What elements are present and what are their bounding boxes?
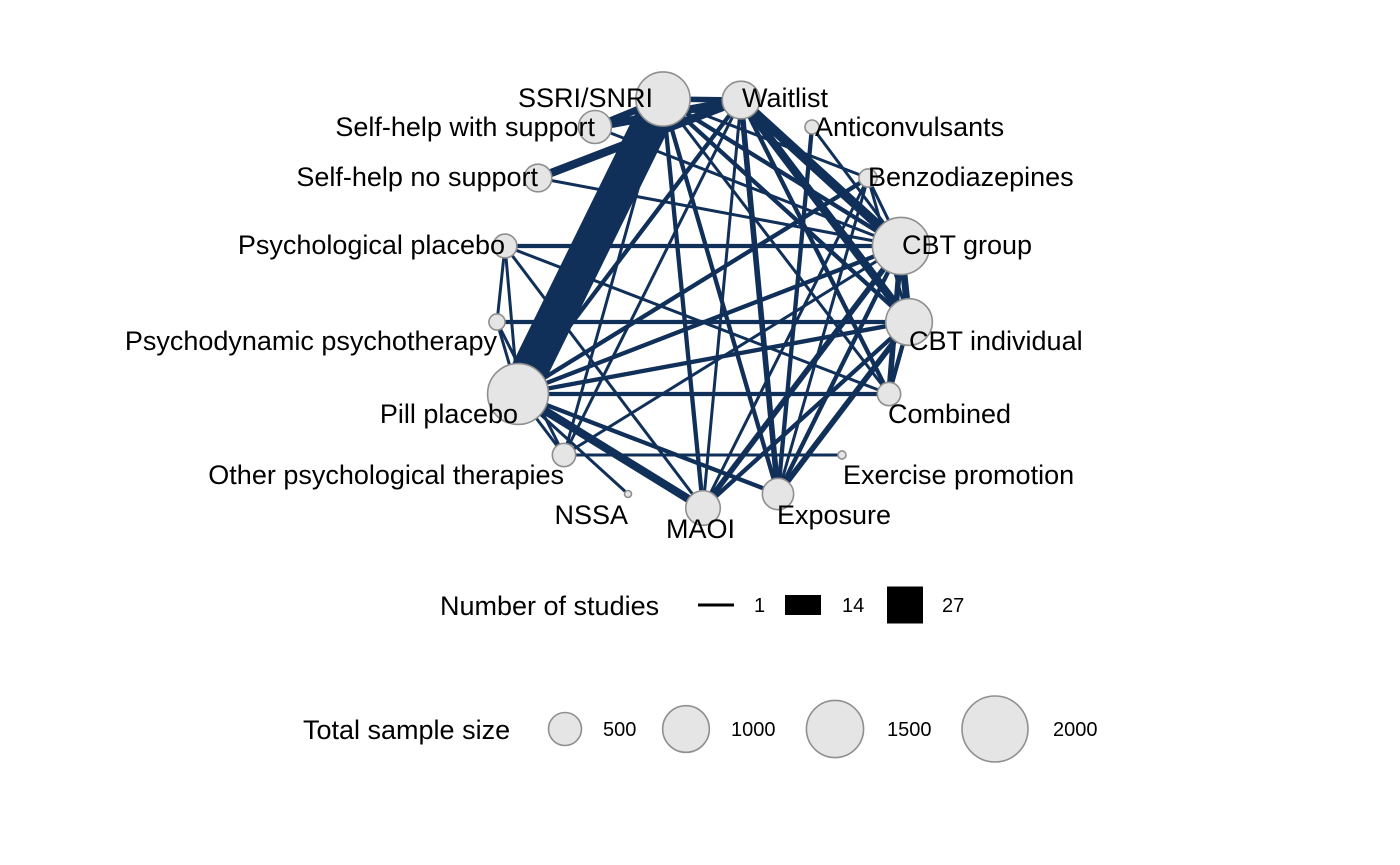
nodes-layer — [486, 71, 934, 527]
node-ssri — [635, 71, 691, 127]
edge-ssri-exposure — [660, 98, 781, 495]
node-label-psychodyn: Psychodynamic psychotherapy — [125, 326, 498, 356]
node-label-cbti: CBT individual — [909, 326, 1083, 356]
node-cbtg — [871, 216, 931, 276]
edge-pill-cbtg — [517, 243, 902, 397]
studies-legend-key-1 — [698, 603, 734, 607]
sample-size-legend: Total sample size 500 1000 1500 2000 — [303, 695, 1098, 763]
sample-size-legend-title: Total sample size — [303, 715, 510, 745]
node-label-selfno: Self-help no support — [296, 162, 538, 192]
node-label-pill: Pill placebo — [380, 399, 518, 429]
node-maoi — [684, 489, 722, 527]
sample-size-legend-label-1000: 1000 — [731, 719, 776, 741]
node-label-psyplac: Psychological placebo — [238, 230, 505, 260]
node-waitlist — [721, 80, 761, 120]
edge-pill-cbti — [517, 319, 910, 397]
edge-exposure-benzo — [776, 177, 870, 495]
node-combined — [876, 381, 902, 407]
edge-waitlist-cbtg — [737, 96, 905, 250]
node-label-otherpsy: Other psychological therapies — [208, 460, 564, 490]
node-selfno — [523, 163, 553, 193]
node-psyplac — [492, 233, 518, 259]
edge-psyplac-psychodyn — [495, 245, 507, 323]
sample-size-legend-key-1500 — [805, 699, 865, 759]
studies-legend-label-1: 1 — [754, 595, 765, 617]
node-exercise — [837, 450, 847, 460]
labels-layer: SSRI/SNRI WaitlistAnticonvulsantsBenzodia… — [125, 83, 1083, 544]
edge-ssri-cbti — [661, 97, 911, 324]
studies-legend-key-27 — [887, 586, 923, 624]
edge-ssri-cbtg — [661, 97, 903, 248]
sample-size-legend-key-1000 — [661, 704, 711, 754]
node-benzo — [858, 168, 878, 188]
edge-waitlist-selfno — [536, 96, 743, 182]
node-psychodyn — [488, 313, 506, 331]
node-selfsup — [577, 109, 613, 145]
node-anticonv — [804, 119, 820, 135]
node-label-benzo: Benzodiazepines — [868, 162, 1074, 192]
sample-size-legend-label-2000: 2000 — [1053, 719, 1098, 741]
node-cbti — [884, 297, 934, 347]
edge-maoi-benzo — [701, 177, 870, 509]
edge-waitlist-maoi — [701, 99, 743, 509]
node-label-exercise: Exercise promotion — [843, 460, 1074, 490]
sample-size-legend-label-500: 500 — [603, 719, 636, 741]
node-label-waitlist: Waitlist — [742, 83, 828, 113]
studies-legend-label-27: 27 — [942, 595, 964, 617]
node-exposure — [761, 477, 795, 511]
node-label-maoi: MAOI — [666, 514, 735, 544]
studies-legend: Number of studies 1 14 27 — [440, 586, 964, 624]
edge-maoi-cbtg — [700, 244, 904, 510]
node-pill — [486, 362, 550, 426]
node-label-anticonv: Anticonvulsants — [815, 112, 1004, 142]
node-label-selfsup: Self-help with support — [335, 112, 595, 142]
edge-exposure-cbti — [775, 320, 912, 496]
edge-exposure-anticonv — [775, 126, 815, 495]
studies-legend-key-14 — [785, 595, 821, 615]
edge-selfsup-cbtg — [594, 125, 902, 248]
edge-ssri-maoi — [660, 98, 706, 509]
edge-maoi-cbti — [701, 320, 911, 510]
studies-legend-label-14: 14 — [842, 595, 864, 617]
node-label-cbtg: CBT group — [902, 230, 1032, 260]
node-label-nssa: NSSA — [554, 500, 628, 530]
node-label-combined: Combined — [888, 399, 1011, 429]
edge-otherpsy-cbtg — [563, 244, 902, 457]
sample-size-legend-key-500 — [547, 711, 583, 747]
sample-size-legend-key-2000 — [961, 695, 1029, 763]
edge-pill-maoi — [515, 390, 706, 512]
edge-exposure-cbtg — [776, 245, 903, 495]
node-label-exposure: Exposure — [777, 500, 891, 530]
studies-legend-title: Number of studies — [440, 591, 659, 621]
edge-pill-benzo — [516, 176, 870, 396]
sample-size-legend-label-1500: 1500 — [887, 719, 932, 741]
edge-waitlist-exposure — [738, 99, 781, 495]
node-label-ssri: SSRI/SNRI — [518, 83, 653, 113]
node-otherpsy — [551, 442, 577, 468]
node-nssa — [623, 489, 633, 499]
